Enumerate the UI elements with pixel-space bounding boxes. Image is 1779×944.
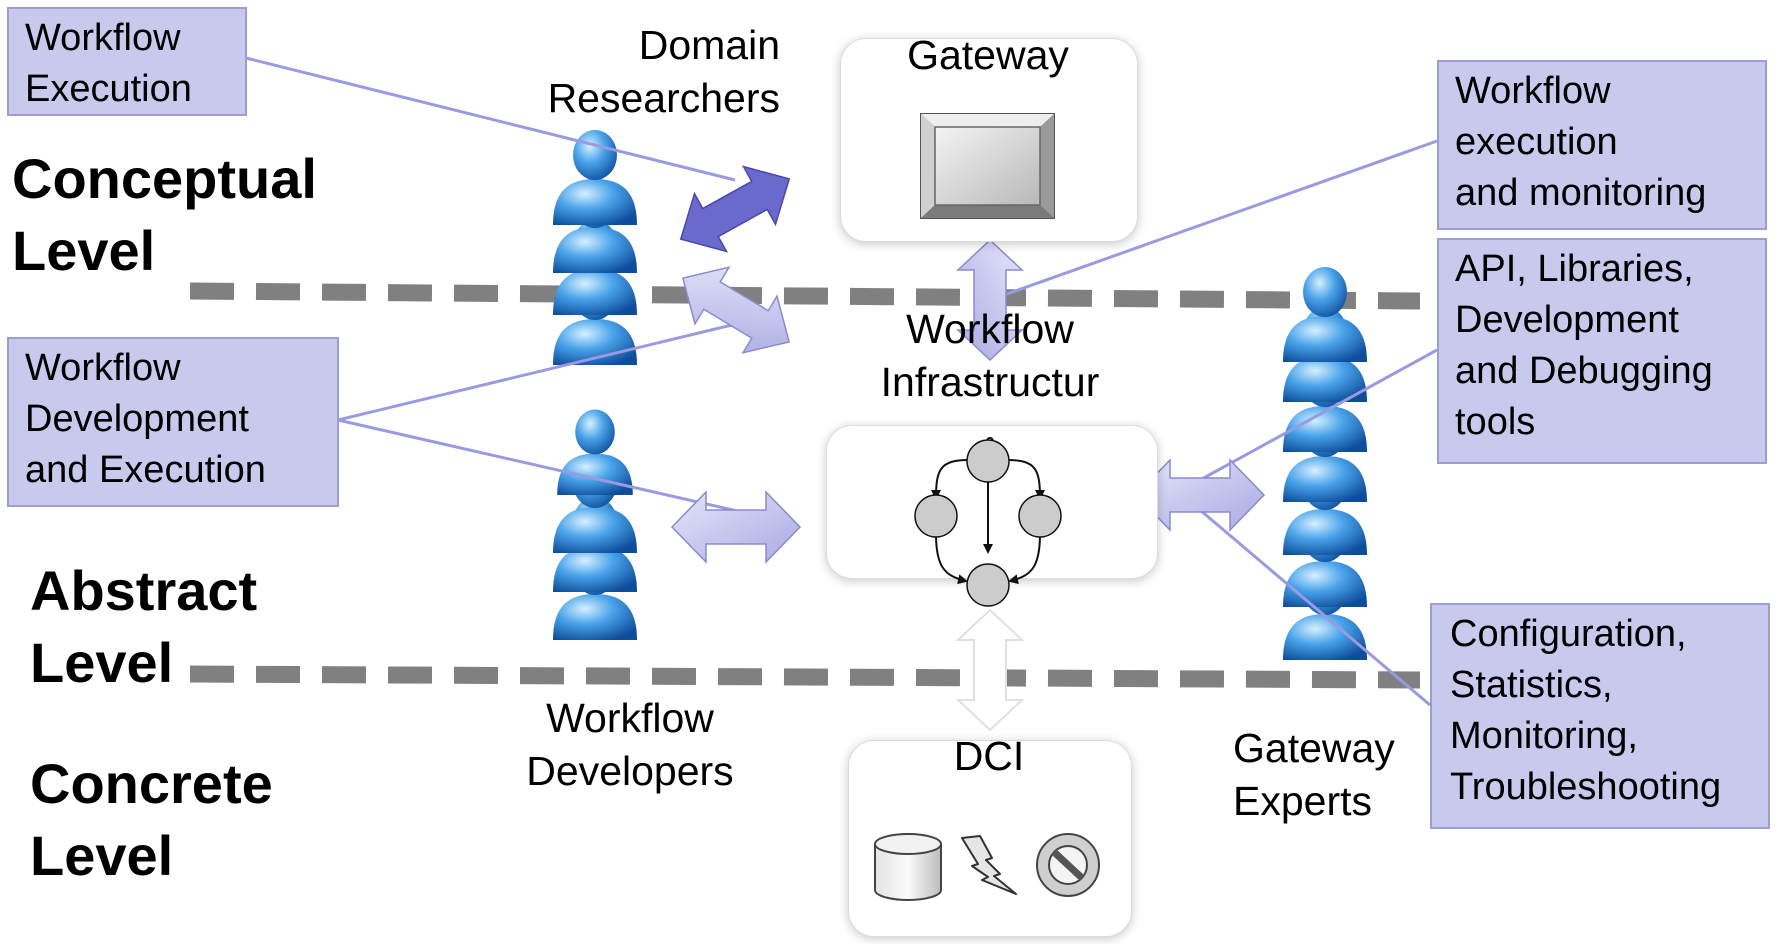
callout-pointers	[245, 56, 1438, 707]
monitor-icon	[920, 113, 1055, 219]
workflow-developers-label: Workflow Developers	[480, 692, 780, 798]
role-label-line: Experts	[1233, 778, 1372, 824]
domain-researchers-person-icon	[553, 130, 637, 365]
double-arrow-icon	[681, 266, 791, 354]
callout-line: Execution	[25, 68, 192, 110]
callout-line: and Debugging	[1455, 350, 1713, 392]
role-label-line: Developers	[526, 748, 734, 794]
conceptual-level-label: Conceptual Level	[12, 143, 317, 287]
role-label-line: Researchers	[547, 75, 780, 121]
callout-configuration-statistics: Configuration, Statistics, Monitoring, T…	[1430, 603, 1770, 829]
callout-api-tools: API, Libraries, Development and Debuggin…	[1437, 238, 1767, 464]
callout-line: tools	[1455, 401, 1536, 443]
abstract-level-label: Abstract Level	[30, 555, 257, 699]
callout-line: API, Libraries,	[1455, 248, 1694, 290]
callout-line: execution	[1455, 121, 1618, 163]
workflow-developers-person-icon	[553, 409, 637, 640]
level-label-line: Concrete	[30, 752, 273, 815]
callout-line: and monitoring	[1455, 172, 1707, 214]
callout-line: Workflow	[25, 17, 181, 59]
double-arrow-icon	[679, 165, 791, 253]
box-title-line: Infrastructur	[880, 359, 1100, 405]
callout-line: Statistics,	[1450, 664, 1613, 706]
double-arrow-icon	[1134, 458, 1266, 532]
callout-line: Troubleshooting	[1450, 766, 1722, 808]
callout-workflow-execution: Workflow Execution	[7, 7, 247, 116]
dashed-divider-upper	[189, 282, 1421, 310]
level-label-line: Abstract	[30, 559, 258, 622]
concrete-level-label: Concrete Level	[30, 748, 273, 892]
callout-line: Development	[25, 398, 249, 440]
double-arrow-icon	[956, 238, 1024, 362]
callout-workflow-development-execution: Workflow Development and Execution	[7, 337, 339, 507]
box-title-line: Workflow	[906, 306, 1074, 352]
callout-line: Configuration,	[1450, 613, 1687, 655]
level-label-line: Level	[30, 824, 174, 887]
callout-line: Monitoring,	[1450, 715, 1638, 757]
gateway-experts-label: Gateway Experts	[1233, 722, 1433, 828]
dashed-divider-lower	[189, 665, 1421, 689]
database-icon	[874, 833, 942, 901]
callout-line: and Execution	[25, 449, 266, 491]
workflow-graph-icon	[914, 437, 1062, 607]
callout-line: Development	[1455, 299, 1679, 341]
double-arrow-icon	[670, 490, 802, 564]
lightning-icon	[961, 835, 1017, 895]
gateway-experts-person-icon	[1283, 267, 1367, 660]
level-label-line: Conceptual	[12, 147, 317, 210]
prohibited-icon	[1036, 833, 1100, 897]
role-label-line: Domain	[638, 22, 780, 68]
role-label-line: Workflow	[546, 695, 714, 741]
workflow-infrastructure-title: Workflow Infrastructur	[830, 303, 1150, 409]
double-arrow-icon	[955, 608, 1025, 732]
domain-researchers-label: Domain Researchers	[470, 19, 780, 125]
gateway-title: Gateway	[907, 32, 1069, 78]
callout-line: Workflow	[25, 347, 181, 389]
dci-title: DCI	[953, 733, 1025, 779]
role-label-line: Gateway	[1233, 725, 1395, 771]
callout-line: Workflow	[1455, 70, 1611, 112]
level-label-line: Level	[12, 219, 156, 282]
level-label-line: Level	[30, 631, 174, 694]
callout-execution-monitoring: Workflow execution and monitoring	[1437, 60, 1767, 230]
